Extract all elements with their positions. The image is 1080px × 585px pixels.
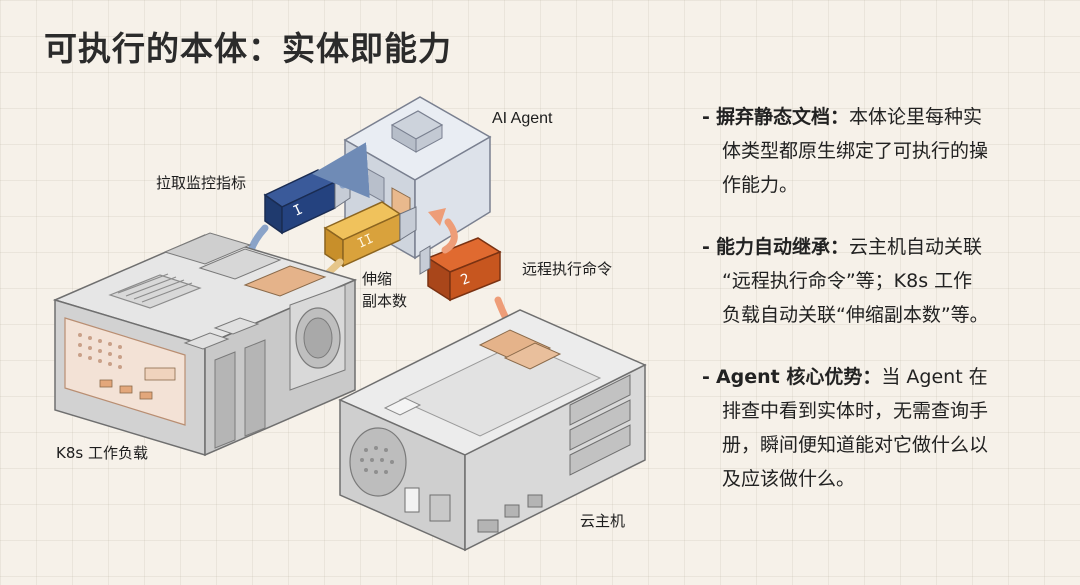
orange-plug: 2 — [419, 237, 502, 302]
label-pull-metrics: 拉取监控指标 — [156, 174, 247, 192]
gold-plug: II — [323, 201, 417, 268]
svg-text:II: II — [355, 231, 376, 251]
label-k8s-workload: K8s 工作负载 — [56, 444, 148, 462]
bullet-heading: 能力自动继承： — [715, 236, 849, 258]
k8s-workload-hardware — [52, 232, 358, 457]
bullet-auto-inherit: - 能力自动继承：云主机自动关联 “远程执行命令”等；K8s 工作 负载自动关联… — [702, 236, 989, 326]
page-title: 可执行的本体：实体即能力 — [44, 29, 452, 68]
label-scale-replicas-line1: 伸缩 — [362, 270, 393, 288]
bullet-static-docs: - 摒弃静态文档：本体论里每种实 体类型都原生绑定了可执行的操 作能力。 — [702, 106, 989, 196]
label-ai-agent: AI Agent — [492, 110, 553, 127]
bullet-heading: Agent 核心优势： — [715, 366, 882, 388]
bullet-list: - 摒弃静态文档：本体论里每种实 体类型都原生绑定了可执行的操 作能力。 - 能… — [702, 100, 1052, 524]
label-cloud-host: 云主机 — [580, 512, 626, 530]
cloud-host-hardware — [338, 309, 647, 552]
label-scale-replicas-line2: 副本数 — [362, 292, 408, 310]
bullet-agent-advantage: - Agent 核心优势：当 Agent 在 排查中看到实体时，无需查询手 册，… — [702, 366, 989, 490]
label-remote-exec: 远程执行命令 — [522, 260, 613, 278]
bullet-heading: 摒弃静态文档： — [715, 106, 849, 128]
